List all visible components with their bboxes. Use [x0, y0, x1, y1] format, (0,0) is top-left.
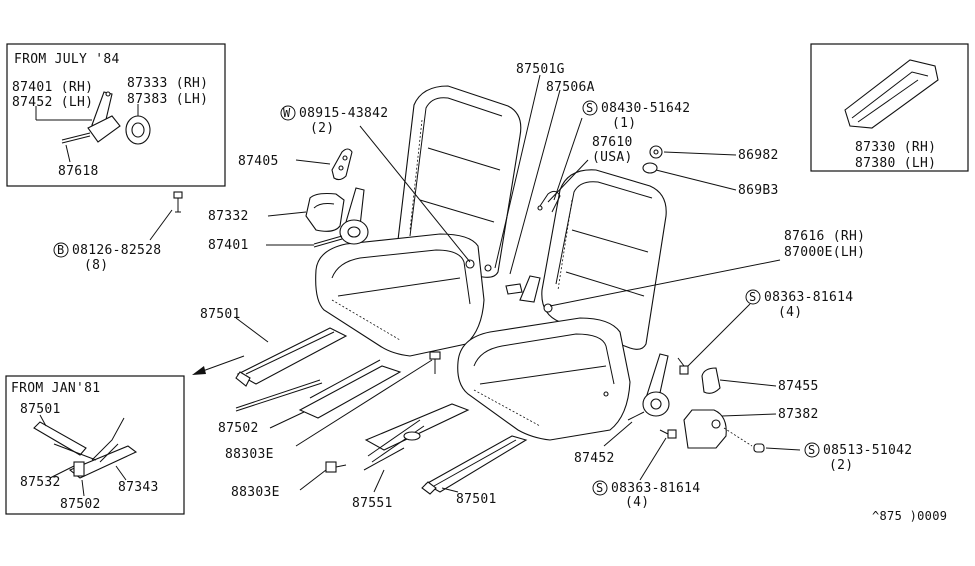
callout-87000e-lh: 87000E(LH)	[784, 245, 865, 260]
callout-88303e-upper: 88303E	[225, 447, 274, 462]
symbol-s-letter: S	[586, 101, 594, 115]
callout-08513-qty: (2)	[829, 458, 853, 473]
inset-pointer-arrow	[192, 355, 245, 375]
inset-box	[5, 375, 185, 515]
leader-lines	[149, 74, 801, 493]
part-87382-cover	[683, 409, 727, 449]
inset-from-july-84: FROM JULY '84 87401 (RH) 87452 (LH) 8733…	[6, 43, 226, 187]
callout-87551: 87551	[352, 496, 393, 511]
part-87401-recliner	[313, 187, 369, 248]
symbol-s-08363-bottom: S	[592, 480, 608, 496]
right-seat-drawing	[457, 169, 667, 441]
leader-line	[81, 479, 85, 497]
leader-line	[49, 465, 75, 479]
left-seat-drawing	[315, 85, 522, 357]
symbol-s-08513: S	[804, 442, 820, 458]
label-87380-lh: 87380 (LH)	[855, 156, 936, 171]
symbol-s-08430: S	[582, 100, 598, 116]
callout-08915-43842: 08915-43842	[299, 106, 388, 121]
callout-08430-qty: (1)	[612, 116, 636, 131]
leader-line	[39, 414, 47, 427]
callout-08363-bottom-qty: (4)	[625, 495, 649, 510]
label-87383-lh: 87383 (LH)	[127, 92, 208, 107]
callout-87502: 87502	[218, 421, 259, 436]
label-87330-rh: 87330 (RH)	[855, 140, 936, 155]
inset-from-jan-81: FROM JAN'81 87501 87532 87343 87502	[5, 375, 185, 515]
screw-08513	[723, 427, 765, 453]
callout-87455: 87455	[778, 379, 819, 394]
label-87501: 87501	[20, 402, 61, 417]
bolt-08363-upper	[677, 357, 689, 375]
part-869b3-washer	[642, 162, 658, 174]
label-87502: 87502	[60, 497, 101, 512]
callout-87506a: 87506A	[546, 80, 595, 95]
rail-87551	[363, 403, 470, 471]
inset-box	[810, 43, 969, 172]
callout-87501-left: 87501	[200, 307, 241, 322]
callout-88303e-lower: 88303E	[231, 485, 280, 500]
bolt-88303e-lower	[325, 461, 347, 473]
callout-87382: 87382	[778, 407, 819, 422]
callout-87610: 87610	[592, 135, 633, 150]
rail-87501-bottom	[421, 435, 528, 495]
symbol-w-letter: W	[283, 106, 291, 120]
label-87333-rh: 87333 (RH)	[127, 76, 208, 91]
callout-08126-qty: (8)	[84, 258, 108, 273]
callout-08363-top-qty: (4)	[778, 305, 802, 320]
callout-08915-qty: (2)	[310, 121, 334, 136]
label-87401-rh: 87401 (RH)	[12, 80, 93, 95]
callout-08363-top: 08363-81614	[764, 290, 853, 305]
diagram-reference-code: ^875 )0009	[872, 509, 947, 523]
seat-cover-side-drawing	[844, 59, 939, 129]
inset-box	[6, 43, 226, 187]
bolt-08126	[173, 191, 183, 213]
rail-87501-left	[235, 327, 348, 387]
symbol-s-08363-top: S	[745, 289, 761, 305]
callout-87501g: 87501G	[516, 62, 565, 77]
part-87332-cover	[305, 192, 345, 232]
recliner-part-drawing	[61, 91, 151, 145]
symbol-b-08126: B	[53, 242, 69, 258]
callout-87616-rh: 87616 (RH)	[784, 229, 865, 244]
callout-87332: 87332	[208, 209, 249, 224]
part-87405-clip	[331, 148, 353, 181]
leader-line	[65, 144, 71, 163]
callout-87501-bottom: 87501	[456, 492, 497, 507]
callout-08126-82528: 08126-82528	[72, 243, 161, 258]
part-87616-bracket	[505, 275, 541, 303]
symbol-s-letter: S	[596, 481, 604, 495]
callout-87405: 87405	[238, 154, 279, 169]
symbol-b-letter: B	[57, 243, 65, 257]
callout-86982: 86982	[738, 148, 779, 163]
callout-08513-51042: 08513-51042	[823, 443, 912, 458]
inset-right-cover: 87330 (RH) 87380 (LH)	[810, 43, 969, 172]
symbol-s-letter: S	[808, 443, 816, 457]
callout-08430-51642: 08430-51642	[601, 101, 690, 116]
callout-869b3: 869B3	[738, 183, 779, 198]
callout-87452: 87452	[574, 451, 615, 466]
bolt-88303e-upper	[429, 351, 441, 374]
part-87610-clip	[537, 190, 561, 213]
seat-rail-small-drawing	[33, 417, 138, 479]
symbol-s-letter: S	[749, 290, 757, 304]
rail-87502	[235, 359, 402, 419]
part-87455-cap	[701, 367, 721, 394]
part-86982-nut	[649, 145, 663, 159]
label-87618: 87618	[58, 164, 99, 179]
bolt-08363-lower	[659, 429, 677, 439]
label-87452-lh: 87452 (LH)	[12, 95, 93, 110]
part-87452-recliner	[627, 353, 670, 421]
callout-87401: 87401	[208, 238, 249, 253]
callout-87610-note: (USA)	[592, 150, 633, 165]
inset-title: FROM JAN'81	[11, 381, 100, 396]
label-87343: 87343	[118, 480, 159, 495]
label-87532: 87532	[20, 475, 61, 490]
symbol-w-08915: W	[280, 105, 296, 121]
leader-line	[115, 465, 127, 481]
inset-title: FROM JULY '84	[14, 52, 120, 67]
callout-08363-bottom: 08363-81614	[611, 481, 700, 496]
